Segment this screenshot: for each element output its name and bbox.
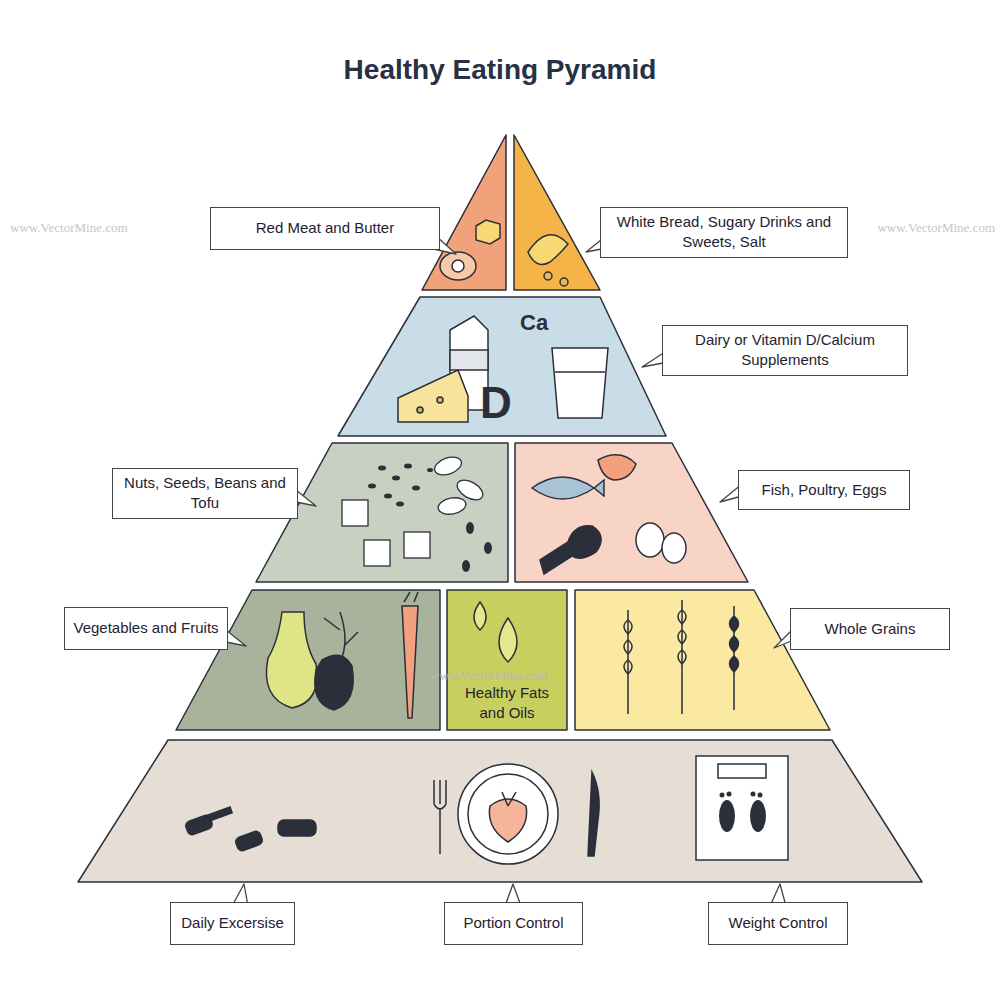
callout-box: White Bread, Sugary Drinks and Sweets, S… [600, 207, 848, 258]
node-text: Weight Control [729, 913, 828, 933]
callout-box: Vegetables and Fruits [64, 607, 228, 650]
diagram-title: Healthy Eating Pyramid [0, 54, 1000, 86]
node-text: White Bread, Sugary Drinks and Sweets, S… [609, 212, 839, 253]
callout-box: Nuts, Seeds, Beans and Tofu [112, 468, 298, 519]
callout-box: Dairy or Vitamin D/Calcium Supplements [662, 325, 908, 376]
node-text: Fish, Poultry, Eggs [762, 480, 887, 500]
watermark: www.VectorMine.com [10, 220, 128, 236]
vitamin-symbol: D [480, 378, 512, 428]
callout-box: Fish, Poultry, Eggs [738, 470, 910, 510]
watermark: www.VectorMine.com [877, 220, 995, 236]
callout-box: Red Meat and Butter [210, 207, 440, 250]
node-text: Nuts, Seeds, Beans and Tofu [121, 473, 289, 514]
node-text: Daily Excersise [181, 913, 284, 933]
callout-box: Portion Control [444, 902, 583, 945]
node-text: Whole Grains [825, 619, 916, 639]
pyramid-section: Healthy Fats and Oils [447, 590, 567, 730]
callout-box: Daily Excersise [170, 902, 295, 945]
node-text: Dairy or Vitamin D/Calcium Supplements [671, 330, 899, 371]
node-text: Vegetables and Fruits [73, 618, 218, 638]
callout-box: Whole Grains [790, 608, 950, 650]
node-text: Portion Control [463, 913, 563, 933]
vitamin-symbol: Ca [520, 310, 548, 336]
callout-box: Weight Control [708, 902, 848, 945]
node-text: Red Meat and Butter [256, 218, 394, 238]
watermark: www.VectorMine.com [430, 668, 548, 684]
node-text: Healthy Fats and Oils [453, 683, 561, 724]
